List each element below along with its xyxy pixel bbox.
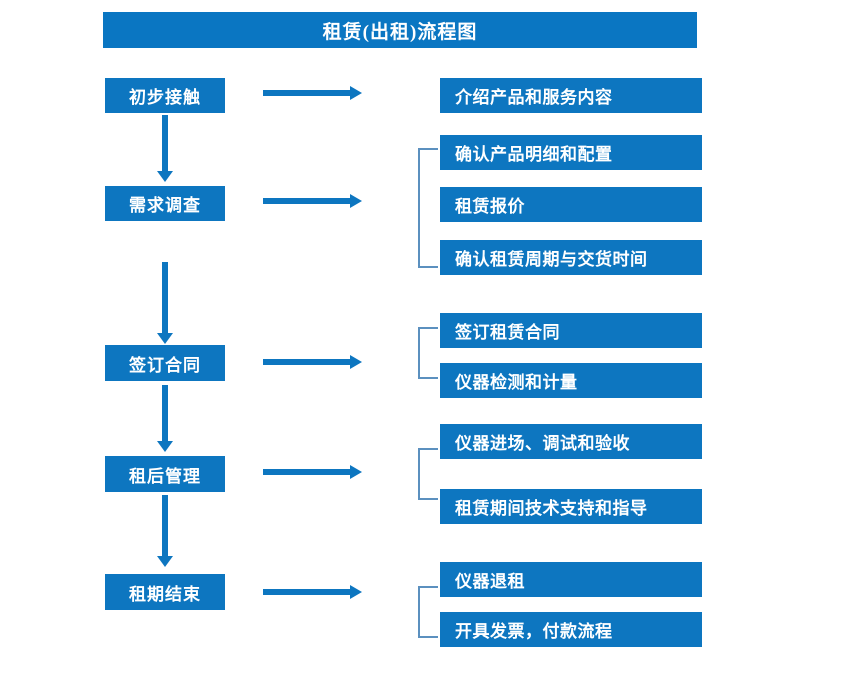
stage-to-details-arrow-3 <box>263 355 362 369</box>
arrow-stem <box>162 495 168 556</box>
stage-box-1[interactable]: 初步接触 <box>105 78 225 113</box>
stage-to-stage-arrow-2 <box>157 262 173 344</box>
arrow-head <box>350 465 362 479</box>
stage-to-stage-arrow-4 <box>157 495 173 567</box>
detail-group-bracket-2 <box>418 148 438 268</box>
detail-box-4-2[interactable]: 租赁期间技术支持和指导 <box>440 489 702 524</box>
stage-box-3[interactable]: 签订合同 <box>105 345 225 381</box>
arrow-stem <box>162 385 168 441</box>
arrow-stem <box>263 469 351 475</box>
arrow-head <box>157 441 173 452</box>
detail-box-5-1[interactable]: 仪器退租 <box>440 562 702 597</box>
stage-to-stage-arrow-1 <box>157 115 173 182</box>
detail-box-3-1[interactable]: 签订租赁合同 <box>440 313 702 348</box>
stage-to-details-arrow-2 <box>263 194 362 208</box>
stage-box-4[interactable]: 租后管理 <box>105 456 225 492</box>
arrow-head <box>350 355 362 369</box>
arrow-head <box>157 556 173 567</box>
arrow-head <box>157 171 173 182</box>
detail-box-3-2[interactable]: 仪器检测和计量 <box>440 363 702 398</box>
arrow-stem <box>263 589 351 595</box>
diagram-title: 租赁(出租)流程图 <box>103 12 697 48</box>
arrow-head <box>350 86 362 100</box>
detail-box-2-2[interactable]: 租赁报价 <box>440 187 702 222</box>
detail-group-bracket-3 <box>418 327 438 379</box>
arrow-stem <box>263 198 351 204</box>
stage-to-details-arrow-5 <box>263 585 362 599</box>
detail-group-bracket-5 <box>418 586 438 638</box>
arrow-head <box>350 585 362 599</box>
arrow-stem <box>263 359 351 365</box>
stage-box-5[interactable]: 租期结束 <box>105 574 225 610</box>
arrow-stem <box>162 262 168 333</box>
detail-box-1-1[interactable]: 介绍产品和服务内容 <box>440 78 702 113</box>
detail-group-bracket-4 <box>418 448 438 500</box>
detail-box-4-1[interactable]: 仪器进场、调试和验收 <box>440 424 702 459</box>
stage-to-details-arrow-1 <box>263 86 362 100</box>
arrow-head <box>157 333 173 344</box>
stage-to-stage-arrow-3 <box>157 385 173 452</box>
arrow-stem <box>162 115 168 171</box>
stage-to-details-arrow-4 <box>263 465 362 479</box>
stage-box-2[interactable]: 需求调查 <box>105 186 225 221</box>
arrow-head <box>350 194 362 208</box>
detail-box-2-1[interactable]: 确认产品明细和配置 <box>440 135 702 170</box>
detail-box-5-2[interactable]: 开具发票，付款流程 <box>440 612 702 647</box>
arrow-stem <box>263 90 351 96</box>
detail-box-2-3[interactable]: 确认租赁周期与交货时间 <box>440 240 702 275</box>
